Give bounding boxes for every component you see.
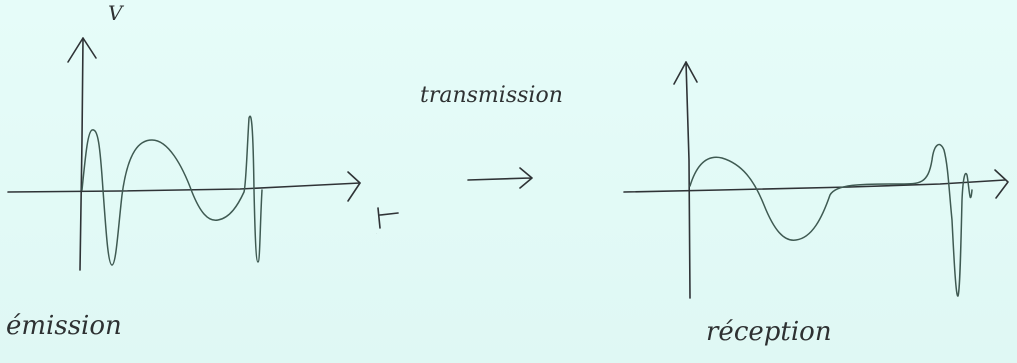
transmission-arrow bbox=[467, 167, 533, 189]
reception-label: réception bbox=[706, 317, 832, 347]
emission-waveform bbox=[81, 115, 263, 266]
reception-waveform bbox=[689, 143, 973, 297]
emission-t-axis-label: t bbox=[376, 232, 377, 235]
emission-x-axis bbox=[7, 182, 361, 193]
transmission-label: transmission bbox=[420, 83, 563, 108]
emission-x-arrowhead bbox=[347, 171, 361, 202]
emission-t-axis-label-stroke bbox=[377, 207, 399, 229]
emission-y-axis bbox=[79, 37, 84, 271]
reception-plot: réception bbox=[623, 61, 1009, 347]
reception-x-axis bbox=[623, 179, 1006, 193]
emission-y-arrowhead bbox=[67, 37, 97, 63]
emission-plot: V t émission bbox=[6, 1, 399, 341]
reception-y-axis bbox=[685, 61, 691, 299]
reception-y-arrowhead bbox=[673, 61, 698, 85]
emission-v-axis-label: V bbox=[108, 1, 125, 25]
transmission-section: transmission bbox=[420, 83, 563, 189]
reception-x-arrowhead bbox=[994, 169, 1009, 199]
emission-label: émission bbox=[6, 311, 122, 341]
